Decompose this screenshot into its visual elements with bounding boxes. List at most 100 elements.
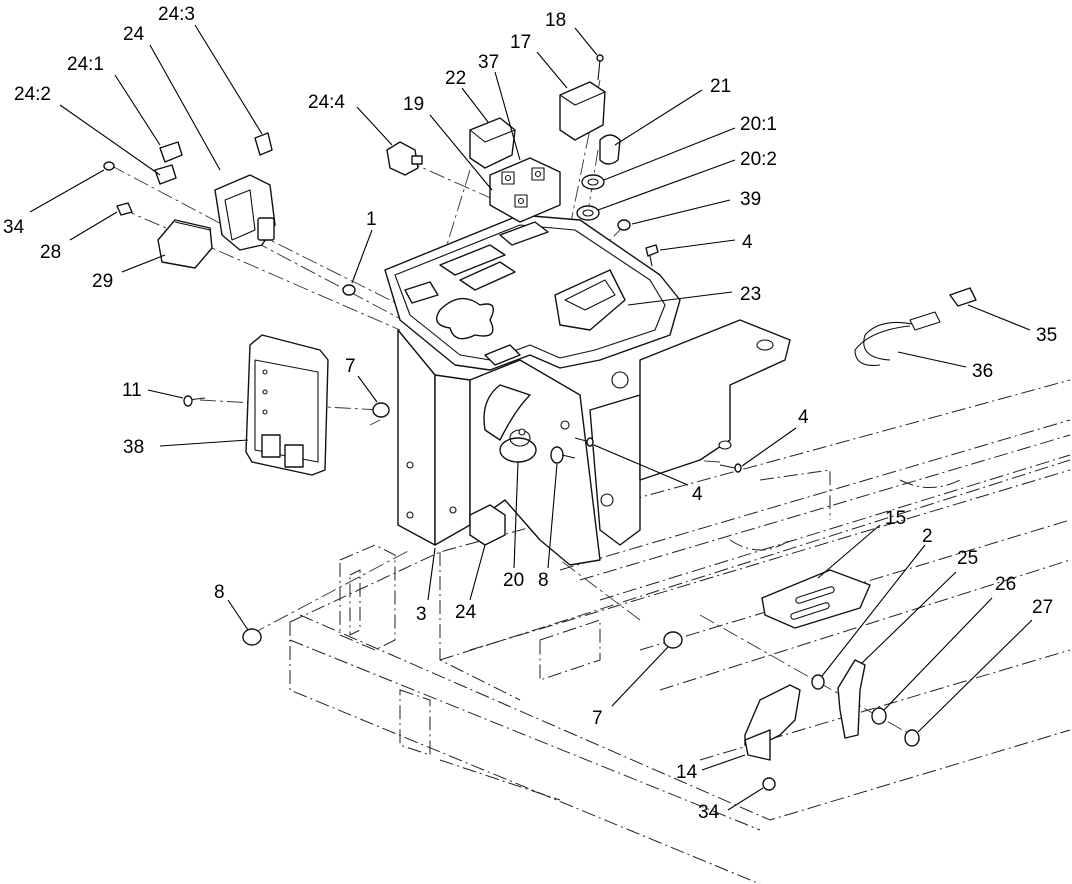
callout-label: 4 (692, 484, 703, 505)
nut-34-bottom (762, 777, 776, 791)
nut-7-bottom (663, 631, 683, 649)
callout-8-mid: 8 (538, 463, 558, 591)
callout-label: 37 (478, 52, 499, 73)
callout-24-4: 24:4 (308, 92, 393, 146)
washer-26 (871, 707, 887, 725)
controller-38 (245, 334, 329, 476)
callout-8-left: 8 (214, 582, 249, 631)
callout-label: 4 (798, 407, 809, 428)
callout-39: 39 (631, 189, 761, 225)
callout-label: 15 (885, 508, 906, 529)
latch-25 (837, 659, 866, 739)
screw-18 (596, 54, 604, 81)
harness-36 (854, 311, 941, 366)
nut-7-top (372, 402, 390, 418)
bolt-8-left (242, 628, 262, 646)
callout-label: 4 (742, 232, 753, 253)
callout-24-bot: 24 (455, 544, 486, 623)
callout-38: 38 (123, 437, 249, 458)
callout-label: 39 (740, 189, 761, 210)
callout-28: 28 (40, 211, 118, 263)
callout-label: 27 (1032, 597, 1053, 618)
hardware-34-28 (103, 161, 133, 216)
switch-panel-19-37 (489, 157, 561, 223)
callout-label: 28 (40, 242, 61, 263)
connector-assembly-24 (154, 132, 276, 251)
callout-label: 2 (922, 526, 933, 547)
callout-label: 36 (972, 361, 993, 382)
callout-20: 20 (503, 461, 524, 591)
callout-label: 24:4 (308, 92, 345, 113)
callout-label: 17 (510, 32, 531, 53)
callout-label: 19 (403, 94, 424, 115)
callout-label: 21 (710, 76, 731, 97)
callout-2: 2 (821, 526, 933, 677)
callout-21: 21 (614, 76, 731, 146)
callout-1: 1 (351, 209, 377, 284)
plate-15 (761, 569, 871, 629)
callout-label: 20:2 (740, 149, 777, 170)
callout-label: 34 (3, 217, 25, 238)
callout-label: 7 (592, 708, 603, 729)
screw-11 (183, 395, 206, 407)
nut-39 (617, 219, 631, 231)
callout-label: 26 (995, 574, 1016, 595)
callout-label: 14 (676, 762, 698, 783)
callout-label: 8 (538, 570, 549, 591)
callout-14: 14 (676, 754, 746, 783)
callouts: 24:3 24 24:1 24:2 34 28 29 24:4 (3, 4, 1057, 823)
callout-36: 36 (897, 351, 993, 382)
callout-18: 18 (545, 10, 598, 56)
callout-label: 24 (455, 602, 477, 623)
connector-35 (949, 287, 977, 307)
washer-20-2 (576, 205, 600, 221)
callout-3: 3 (416, 547, 436, 625)
callout-label: 34 (698, 802, 720, 823)
callout-34-top: 34 (3, 169, 105, 238)
callout-4-right: 4 (741, 407, 809, 467)
bracket-14 (744, 684, 801, 761)
main-bracket (397, 319, 791, 566)
callout-4-top: 4 (659, 232, 753, 253)
callout-7-top: 7 (345, 356, 378, 403)
callout-4-mid: 4 (593, 444, 703, 505)
console-tray (384, 214, 681, 371)
callout-label: 24:1 (67, 54, 104, 75)
callout-20-2: 20:2 (597, 149, 777, 211)
callout-19: 19 (403, 94, 493, 191)
callout-label: 29 (92, 271, 113, 292)
callout-24-2: 24:2 (14, 84, 161, 176)
callout-27: 27 (917, 597, 1053, 733)
callout-label: 23 (740, 284, 761, 305)
callout-label: 7 (345, 356, 356, 377)
callout-label: 3 (416, 604, 427, 625)
washer-2 (811, 674, 825, 690)
callout-7-bot: 7 (592, 646, 669, 729)
key-21 (599, 134, 621, 165)
callout-20-1: 20:1 (603, 114, 777, 181)
phantom-frame (289, 379, 1071, 884)
callout-37: 37 (478, 52, 521, 161)
callout-15: 15 (817, 508, 906, 579)
callout-label: 24:3 (158, 4, 195, 25)
callout-label: 18 (545, 10, 566, 31)
callout-label: 24 (123, 24, 145, 45)
callout-label: 8 (214, 582, 225, 603)
callout-22: 22 (445, 68, 489, 123)
bolt-8-mid (550, 446, 576, 464)
callout-label: 24:2 (14, 84, 51, 105)
bolt-4-mid (574, 437, 594, 447)
callout-29: 29 (92, 254, 166, 292)
callout-26: 26 (883, 574, 1016, 711)
connector-24-bottom (469, 504, 506, 546)
callout-24-3: 24:3 (158, 4, 263, 135)
callout-11: 11 (122, 380, 184, 401)
callout-label: 22 (445, 68, 466, 89)
callout-17: 17 (510, 32, 568, 89)
callout-label: 11 (122, 380, 142, 401)
plug-24-4 (386, 141, 423, 176)
nut-20-1 (581, 174, 605, 190)
nut-1 (342, 284, 356, 296)
bolt-4-right (719, 463, 742, 473)
bolt-27 (904, 729, 920, 747)
